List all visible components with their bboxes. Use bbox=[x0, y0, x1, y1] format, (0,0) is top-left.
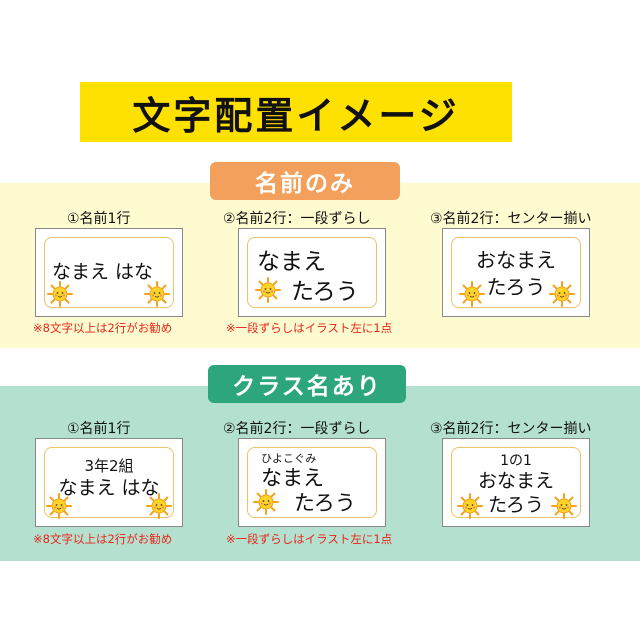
note-s2-2: ※一段ずらしはイラスト左に1点 bbox=[226, 532, 393, 546]
label-card-s1-1: なまえ はな bbox=[35, 228, 183, 317]
label-card-s2-1: 3年2組 なまえ はな bbox=[35, 438, 183, 527]
label-card-s2-3: 1の1 おなまえ たろう bbox=[442, 438, 590, 527]
class-name: ひよこぐみ bbox=[261, 452, 317, 465]
sun-icon bbox=[457, 493, 483, 519]
section2-badge-label: クラス名あり bbox=[232, 374, 382, 400]
section2-badge: クラス名あり bbox=[208, 365, 406, 403]
name-line-1: おなまえ bbox=[476, 248, 556, 272]
name-line-2: たろう bbox=[486, 275, 546, 299]
name-line-2: たろう bbox=[291, 279, 359, 305]
sun-icon bbox=[144, 281, 170, 307]
card-frame bbox=[247, 237, 377, 308]
card-frame bbox=[451, 447, 581, 518]
caption-s2-3: ③名前2行：センター揃い bbox=[430, 421, 592, 437]
label-card-s1-2: なまえ たろう bbox=[238, 228, 386, 317]
caption-s1-1: ①名前1行 bbox=[67, 211, 131, 227]
sun-icon bbox=[459, 281, 485, 307]
card-frame bbox=[44, 237, 174, 308]
class-name: 3年2組 bbox=[84, 457, 134, 475]
name-line-1: なまえ bbox=[257, 249, 326, 275]
sun-icon bbox=[146, 493, 172, 519]
name-line-1: おなまえ bbox=[477, 470, 554, 492]
card-frame bbox=[44, 447, 174, 518]
sun-icon bbox=[549, 281, 575, 307]
name-line: なまえ はな bbox=[58, 477, 160, 499]
caption-s2-1: ①名前1行 bbox=[67, 421, 131, 437]
name-line-2: たろう bbox=[294, 491, 356, 515]
card-frame bbox=[451, 237, 581, 308]
name-line: なまえ はな bbox=[52, 261, 154, 283]
sun-icon bbox=[551, 493, 577, 519]
section1-badge-label: 名前のみ bbox=[255, 171, 355, 197]
sun-icon bbox=[47, 281, 73, 307]
note-s1-1: ※8文字以上は2行がお勧め bbox=[33, 321, 173, 335]
sun-icon bbox=[255, 277, 281, 303]
label-card-s2-2: ひよこぐみ なまえ たろう bbox=[238, 438, 386, 527]
caption-s1-2: ②名前2行：一段ずらし bbox=[223, 211, 371, 227]
page-title: 文字配置イメージ bbox=[132, 93, 460, 138]
sun-icon bbox=[46, 493, 72, 519]
note-s2-1: ※8文字以上は2行がお勧め bbox=[33, 532, 173, 546]
caption-s1-3: ③名前2行：センター揃い bbox=[430, 211, 592, 227]
note-s1-2: ※一段ずらしはイラスト左に1点 bbox=[226, 321, 393, 335]
section1-badge: 名前のみ bbox=[210, 162, 400, 200]
name-line-2: たろう bbox=[488, 494, 544, 516]
class-name: 1の1 bbox=[500, 453, 532, 469]
label-card-s1-3: おなまえ たろう bbox=[442, 228, 590, 317]
title-banner: 文字配置イメージ bbox=[80, 82, 512, 142]
caption-s2-2: ②名前2行：一段ずらし bbox=[223, 421, 371, 437]
name-line-1: なまえ bbox=[261, 466, 324, 490]
card-frame bbox=[247, 447, 377, 518]
sun-icon bbox=[253, 489, 279, 515]
